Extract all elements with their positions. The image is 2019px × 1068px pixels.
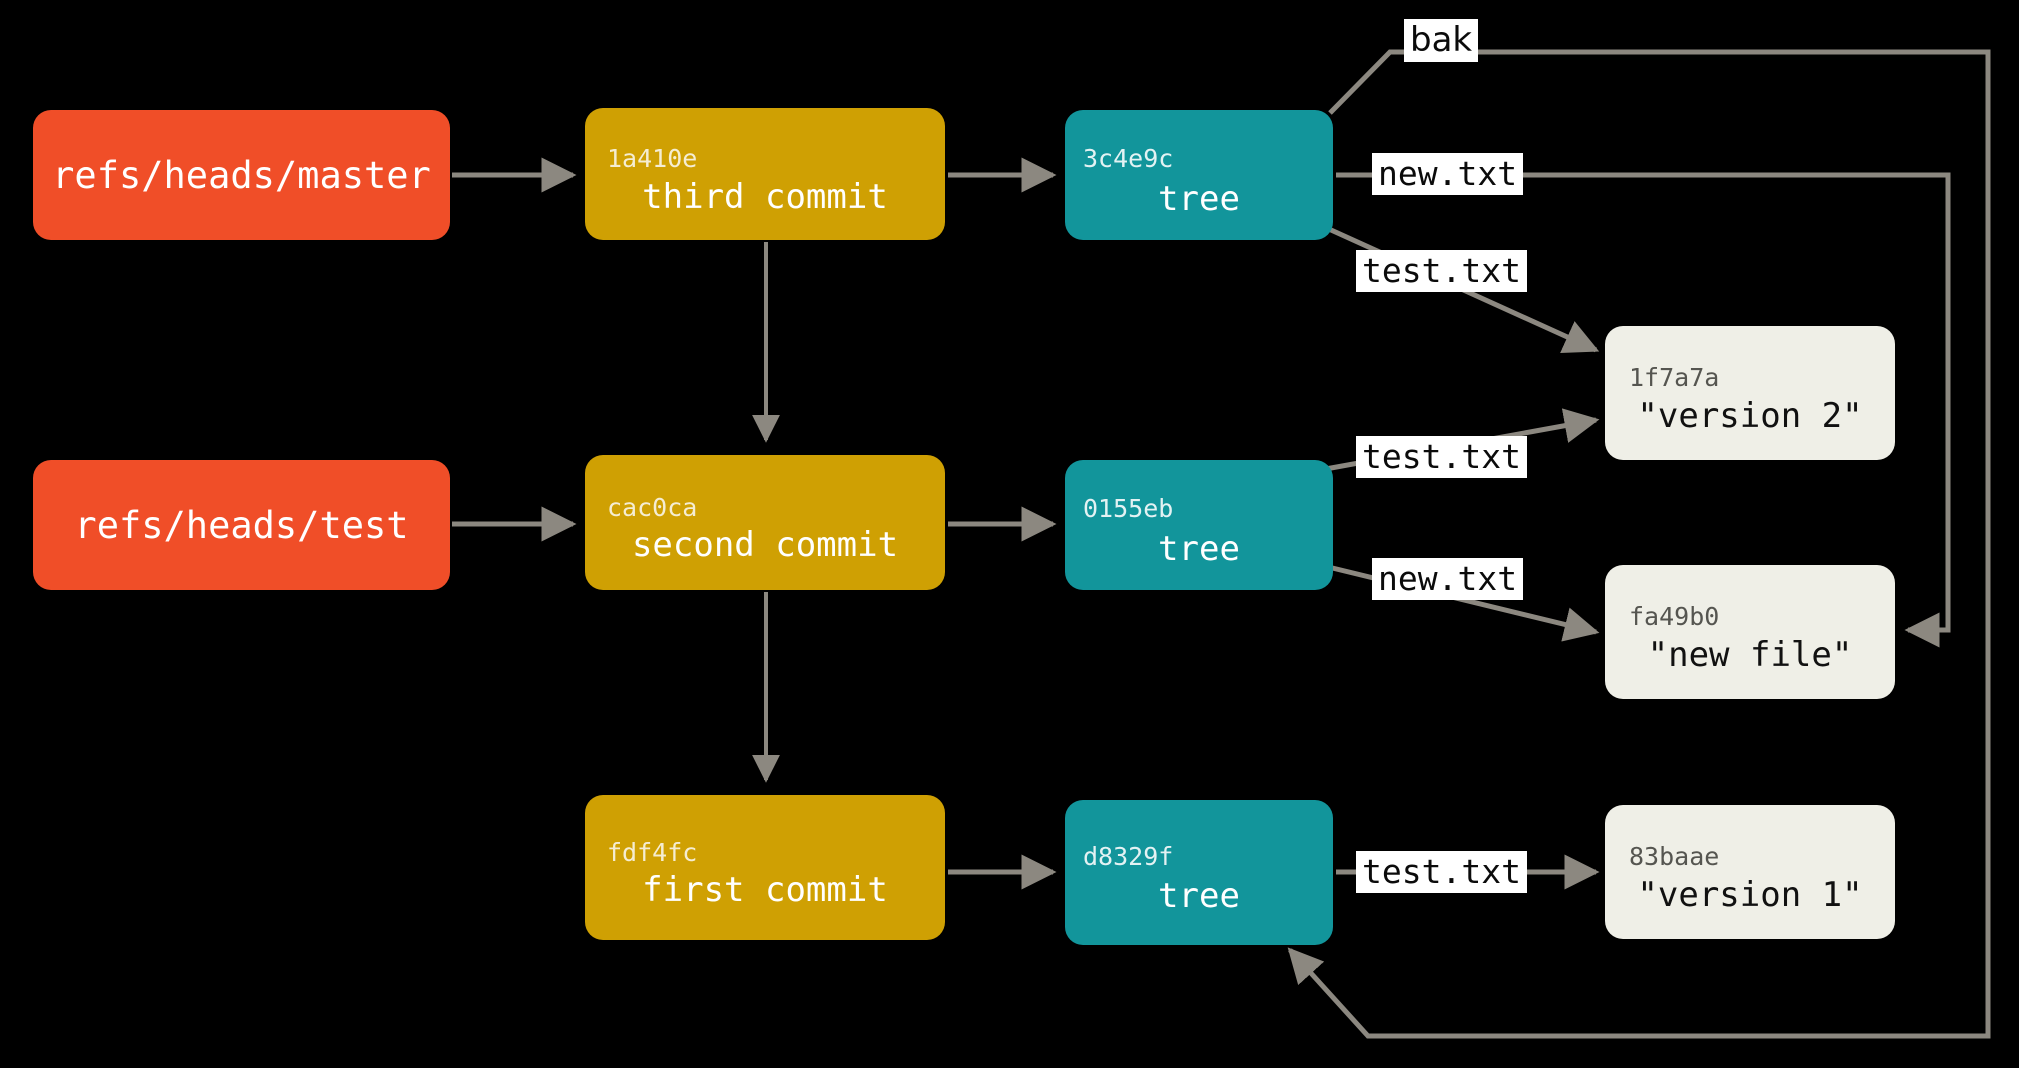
tree-title: tree xyxy=(1158,528,1240,569)
tree-hash: 0155eb xyxy=(1083,494,1174,524)
ref-label: refs/heads/master xyxy=(52,153,431,197)
blob-node-1f7a7a[interactable]: 1f7a7a "version 2" xyxy=(1605,326,1895,460)
blob-content: "version 2" xyxy=(1637,395,1863,436)
ref-node-master[interactable]: refs/heads/master xyxy=(33,110,450,240)
tree-hash: d8329f xyxy=(1083,841,1174,871)
commit-node-second[interactable]: cac0ca second commit xyxy=(585,455,945,590)
commit-title: second commit xyxy=(631,525,899,566)
blob-hash: 83baae xyxy=(1629,842,1720,872)
ref-node-test[interactable]: refs/heads/test xyxy=(33,460,450,590)
tree-title: tree xyxy=(1158,876,1240,917)
commit-title: third commit xyxy=(642,176,888,217)
blob-content: "version 1" xyxy=(1637,874,1863,915)
commit-node-first[interactable]: fdf4fc first commit xyxy=(585,795,945,940)
tree-title: tree xyxy=(1158,178,1240,219)
commit-hash: 1a410e xyxy=(607,144,698,174)
blob-hash: 1f7a7a xyxy=(1629,363,1720,393)
edge-label-test-txt-from-d8329f: test.txt xyxy=(1356,851,1527,894)
edge-label-new-txt-from-3c4e9c: new.txt xyxy=(1372,153,1524,196)
tree-node-0155eb[interactable]: 0155eb tree xyxy=(1065,460,1333,590)
edge-label-test-txt-from-0155eb: test.txt xyxy=(1356,436,1527,479)
tree-hash: 3c4e9c xyxy=(1083,144,1174,174)
tree-node-3c4e9c[interactable]: 3c4e9c tree xyxy=(1065,110,1333,240)
commit-title: first commit xyxy=(642,870,888,911)
commit-hash: cac0ca xyxy=(607,492,698,522)
blob-node-83baae[interactable]: 83baae "version 1" xyxy=(1605,805,1895,939)
blob-node-fa49b0[interactable]: fa49b0 "new file" xyxy=(1605,565,1895,699)
commit-hash: fdf4fc xyxy=(607,837,698,867)
blob-content: "new file" xyxy=(1647,634,1853,675)
edge-label-test-txt-from-3c4e9c: test.txt xyxy=(1356,250,1527,293)
blob-hash: fa49b0 xyxy=(1629,602,1720,632)
edge-label-new-txt-from-0155eb: new.txt xyxy=(1372,558,1524,601)
edge-label-bak: bak xyxy=(1404,19,1479,63)
commit-node-third[interactable]: 1a410e third commit xyxy=(585,108,945,240)
ref-label: refs/heads/test xyxy=(74,503,409,547)
tree-node-d8329f[interactable]: d8329f tree xyxy=(1065,800,1333,945)
